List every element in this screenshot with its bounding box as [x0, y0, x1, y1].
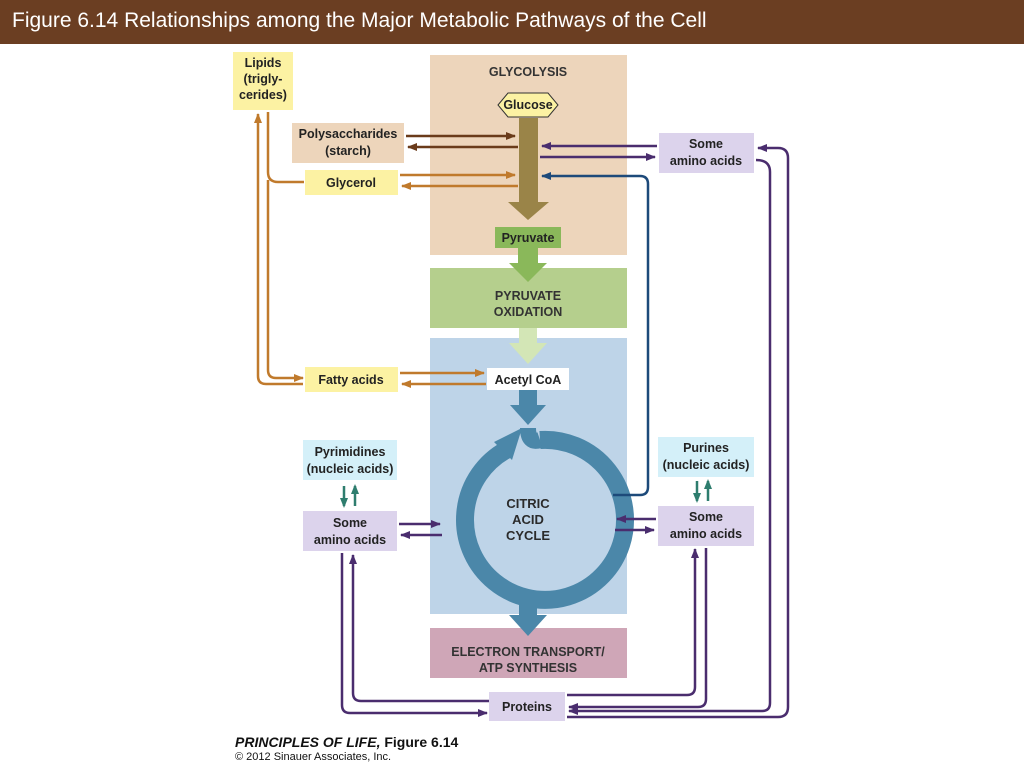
- amino-right-to-proteins-arrow: [568, 548, 708, 711]
- figure-credit: PRINCIPLES OF LIFE, Figure 6.14 © 2012 S…: [235, 734, 458, 763]
- proteins-label: Proteins: [502, 700, 552, 714]
- electron-transport-section: [430, 628, 627, 678]
- cycle-down-shaft: [519, 598, 537, 616]
- polysaccharides-label-2: (starch): [325, 144, 371, 158]
- acetyl-down-arrowhead: [510, 405, 546, 425]
- amino-right-label-1: Some: [689, 510, 723, 524]
- glycolysis-arrowhead: [508, 202, 549, 220]
- fatty-acids-label: Fatty acids: [318, 373, 383, 387]
- citric-label-1: CITRIC: [506, 496, 550, 511]
- page-title: Figure 6.14 Relationships among the Majo…: [12, 9, 707, 32]
- pyruvate-oxidation-label-2: OXIDATION: [494, 305, 563, 319]
- amino-acids-right-node: [658, 506, 754, 546]
- amino-left-label-2: amino acids: [314, 533, 386, 547]
- lipids-node: [233, 52, 293, 110]
- electron-transport-label-2: ATP SYNTHESIS: [479, 661, 577, 675]
- amino-acids-top-right-node: [659, 133, 754, 173]
- pyruvate-down-arrowhead: [509, 263, 547, 282]
- cycle-arrowhead: [494, 428, 522, 460]
- purines-node: [658, 437, 754, 477]
- oxidation-down-shaft: [519, 328, 537, 344]
- amino-right-label-2: amino acids: [670, 527, 742, 541]
- lipids-label-2: (trigly-: [244, 72, 283, 86]
- acetyl-down-shaft: [519, 390, 537, 406]
- proteins-to-amino-left-arrow: [349, 554, 489, 703]
- electron-transport-label-1: ELECTRON TRANSPORT/: [451, 645, 605, 659]
- cycle-entry-curve: [520, 427, 543, 449]
- lipids-to-glycerol-line: [266, 112, 304, 184]
- acetyl-coa-node: [487, 368, 569, 390]
- amino-left-to-proteins-arrow: [340, 553, 488, 717]
- amino-left-label-1: Some: [333, 516, 367, 530]
- glycerol-label: Glycerol: [326, 176, 376, 190]
- credit-figure-number: Figure 6.14: [380, 734, 459, 750]
- amino-top-right-label-2: amino acids: [670, 154, 742, 168]
- amino-acids-left-node: [303, 511, 397, 551]
- citric-cycle-ring: [456, 430, 634, 609]
- polysaccharides-label-1: Polysaccharides: [299, 127, 398, 141]
- credit-line: PRINCIPLES OF LIFE, Figure 6.14: [235, 734, 458, 750]
- acetyl-coa-label: Acetyl CoA: [495, 373, 562, 387]
- pyruvate-label: Pyruvate: [502, 231, 555, 245]
- glycerol-node: [305, 170, 398, 195]
- cycle-to-glycolysis-arrow: [541, 172, 650, 497]
- purines-label-2: (nucleic acids): [663, 458, 750, 472]
- citric-label-3: CYCLE: [506, 528, 550, 543]
- glycolysis-label: GLYCOLYSIS: [489, 65, 567, 79]
- oxidation-down-arrowhead: [509, 343, 547, 364]
- purines-label-1: Purines: [683, 441, 729, 455]
- citric-label-2: ACID: [512, 512, 544, 527]
- lipids-to-fatty-acids-arrow: [266, 180, 304, 382]
- lipids-label-3: cerides): [239, 88, 287, 102]
- lipids-label-1: Lipids: [245, 56, 282, 70]
- pyrimidines-node: [303, 440, 397, 480]
- pyruvate-down-shaft: [518, 248, 538, 264]
- glycolysis-shaft: [519, 118, 538, 203]
- title-bar: Figure 6.14 Relationships among the Majo…: [0, 0, 1024, 44]
- cycle-down-arrowhead: [509, 615, 547, 636]
- pyruvate-node: [495, 227, 561, 248]
- polysaccharides-node: [292, 123, 404, 163]
- amino-top-right-label-1: Some: [689, 137, 723, 151]
- proteins-to-top-amino-arrow: [567, 144, 790, 719]
- proteins-to-amino-right-arrow: [567, 548, 699, 697]
- pyrimidines-label-2: (nucleic acids): [307, 462, 394, 476]
- glucose-node: [497, 92, 559, 118]
- proteins-node: [489, 692, 565, 721]
- fatty-acids-node: [305, 367, 398, 392]
- top-amino-to-proteins-arrow: [568, 158, 772, 715]
- credit-copyright: © 2012 Sinauer Associates, Inc.: [235, 751, 392, 763]
- credit-book-title: PRINCIPLES OF LIFE,: [235, 734, 381, 750]
- fatty-acids-to-lipids-arrow: [254, 113, 303, 386]
- pyruvate-oxidation-label-1: PYRUVATE: [495, 289, 561, 303]
- pyrimidines-label-1: Pyrimidines: [315, 445, 386, 459]
- glucose-label: Glucose: [503, 98, 552, 112]
